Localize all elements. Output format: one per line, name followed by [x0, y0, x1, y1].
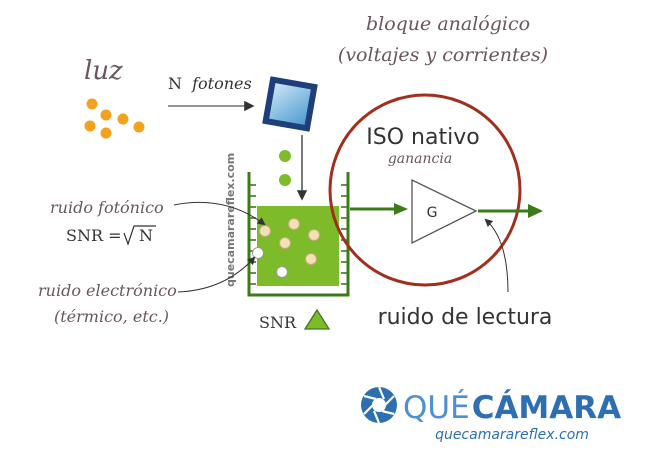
- sensor-icon: [262, 76, 318, 132]
- photon-dot: [117, 113, 129, 125]
- iso-title: ISO nativo: [366, 125, 479, 150]
- photon-dots: [84, 98, 145, 139]
- brand-logo: QUÉCÁMARA quecamarareflex.com: [361, 386, 621, 443]
- electronic-noise-label-1: ruido electrónico: [38, 281, 177, 300]
- aperture-icon: [361, 386, 397, 424]
- logo-wordmark: QUÉCÁMARA: [403, 390, 621, 426]
- bucket-fill: [257, 206, 339, 286]
- electronic-noise-pointer: [177, 256, 256, 293]
- amplifier-symbol: G: [427, 205, 438, 221]
- logo-word-1: QUÉ: [403, 390, 470, 426]
- read-noise-label: ruido de lectura: [378, 305, 553, 330]
- snr-formula-prefix: SNR =: [66, 226, 122, 245]
- logo-url: quecamarareflex.com: [435, 427, 589, 443]
- photon-noise-label: ruido fotónico: [50, 198, 164, 217]
- amplifier-triangle: [411, 178, 478, 245]
- photon-noise-pointer: [173, 202, 266, 226]
- photon-dot: [133, 121, 145, 133]
- photons-prefix: N: [168, 74, 182, 93]
- noise-dot: [276, 266, 288, 278]
- light-title: luz: [84, 56, 123, 86]
- logo-word-2: CÁMARA: [472, 390, 621, 426]
- snr-formula: SNR = N: [66, 225, 156, 246]
- header-line-1: bloque analógico: [366, 13, 530, 35]
- gain-label: ganancia: [388, 151, 452, 167]
- falling-photon: [279, 174, 291, 186]
- electron-dot: [259, 225, 271, 237]
- header-line-2: (voltajes y corrientes): [338, 44, 548, 66]
- photon-dot: [84, 120, 96, 132]
- bucket: [247, 172, 350, 297]
- photon-dot: [100, 127, 112, 139]
- photon-dot: [100, 109, 112, 121]
- snr-up-label: SNR: [259, 313, 297, 332]
- electron-dot: [305, 253, 317, 265]
- photon-dot: [86, 98, 98, 110]
- read-noise-pointer: [484, 218, 509, 293]
- electron-dot: [279, 237, 291, 249]
- falling-photon: [279, 150, 291, 162]
- snr-formula-radicand: N: [139, 226, 153, 245]
- electron-dot: [308, 229, 320, 241]
- electronic-noise-label-2: (térmico, etc.): [54, 307, 169, 326]
- watermark-vertical: quecamarareflex.com: [224, 153, 237, 287]
- photons-label: N fotones: [168, 74, 252, 93]
- noise-dot: [252, 247, 264, 259]
- iso-circle: [328, 93, 522, 287]
- electron-dot: [288, 218, 300, 230]
- snr-up-triangle: [303, 308, 331, 330]
- photons-word: fotones: [191, 74, 252, 93]
